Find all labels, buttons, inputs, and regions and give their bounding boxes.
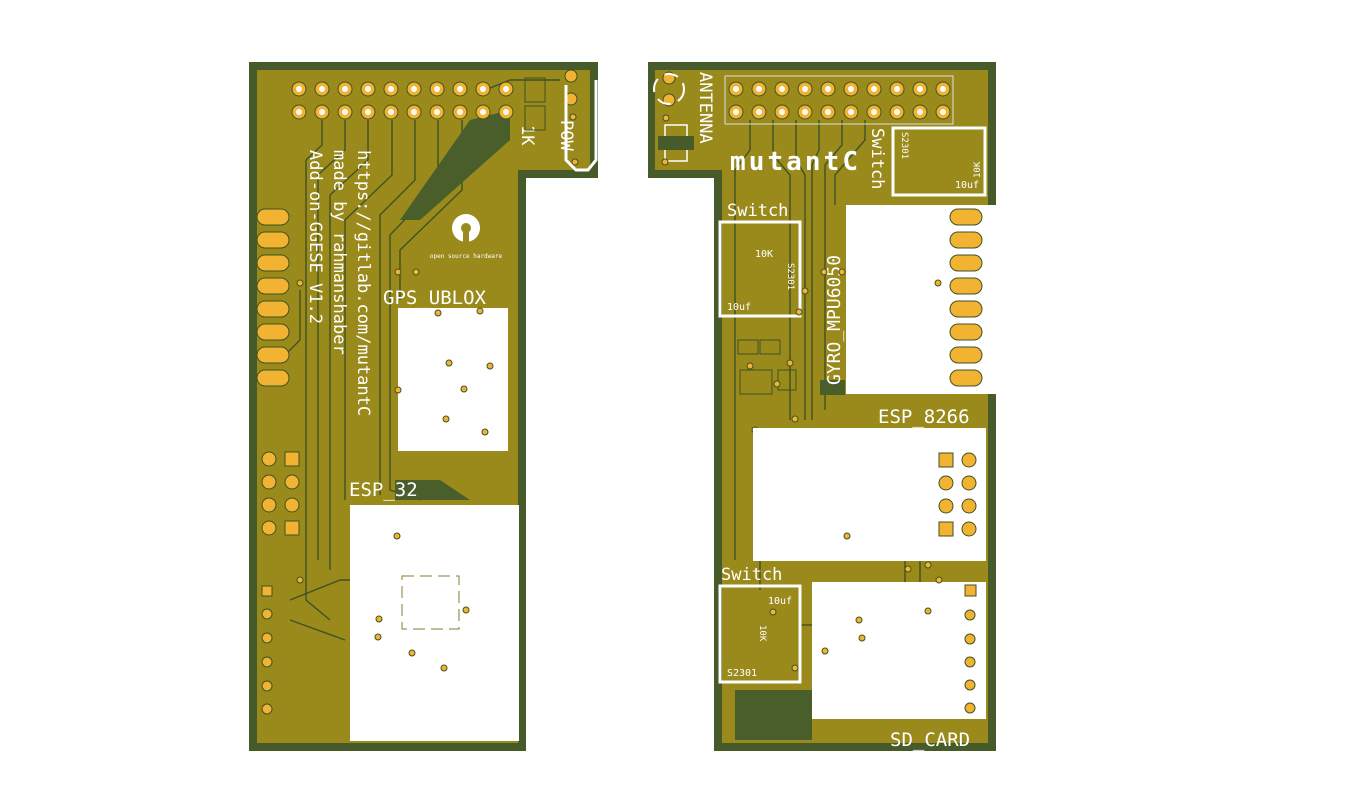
pow-pins (564, 69, 579, 166)
esp8266-module (753, 428, 986, 561)
cap-label: 10uf (727, 302, 751, 313)
header-pins (724, 75, 954, 125)
antenna-label: ANTENNA (695, 72, 715, 144)
switch-label-top: Switch (867, 128, 887, 189)
author-text: made by rahmanshaber (329, 150, 349, 355)
oshw-text: open source hardware (430, 253, 503, 260)
esp32-module (350, 505, 519, 741)
esp8266-label: ESP_8266 (878, 406, 970, 428)
gps-module (398, 308, 508, 451)
resistor-label: 1K (517, 125, 537, 146)
sd-card-module (812, 582, 986, 719)
bottom-left-pins (261, 451, 300, 715)
version-text: Add-on-GGESE V1.2 (305, 150, 325, 324)
left-board: POW 1K https://gitlab.com/mutantC made b… (249, 62, 598, 751)
right-board: ANTENNA mutantC Switch S2301 10K 10uf Sw… (648, 62, 996, 751)
part-label: S2301 (727, 668, 757, 679)
sd-card-label: SD_CARD (890, 729, 970, 751)
esp32-label: ESP_32 (349, 479, 418, 501)
switch-box-top (891, 126, 987, 197)
cap-label: 10uf (955, 180, 979, 191)
res-label: 10K (757, 625, 767, 642)
gyro-label: GYRO_MPU6050 (824, 255, 845, 385)
part-label: S2301 (785, 263, 795, 290)
mutantc-logo: mutantC (730, 147, 858, 177)
gps-label: GPS_UBLOX (383, 287, 487, 309)
traces (734, 120, 921, 626)
switch-label-bottom: Switch (721, 565, 782, 585)
esp32-details (296, 279, 470, 672)
url-text: https://gitlab.com/mutantC (353, 150, 373, 416)
gps-vias (394, 268, 494, 436)
antenna-connector (653, 71, 694, 166)
side-oval-pads (256, 208, 290, 387)
header-pins (291, 81, 514, 120)
switch-box-bottom (718, 584, 802, 684)
pow-label: POW (556, 120, 576, 151)
part-label: S2301 (899, 132, 909, 159)
res-label: 10K (973, 161, 983, 178)
oshw-logo: open source hardware (430, 214, 503, 260)
switch-label-mid: Switch (727, 201, 788, 221)
cap-label: 10uf (768, 596, 792, 607)
switch-box-mid (718, 220, 802, 318)
res-label: 10K (755, 249, 773, 260)
gyro-oval-pads (795, 208, 983, 387)
sd-pins (769, 561, 977, 714)
esp8266-pins (843, 452, 977, 540)
